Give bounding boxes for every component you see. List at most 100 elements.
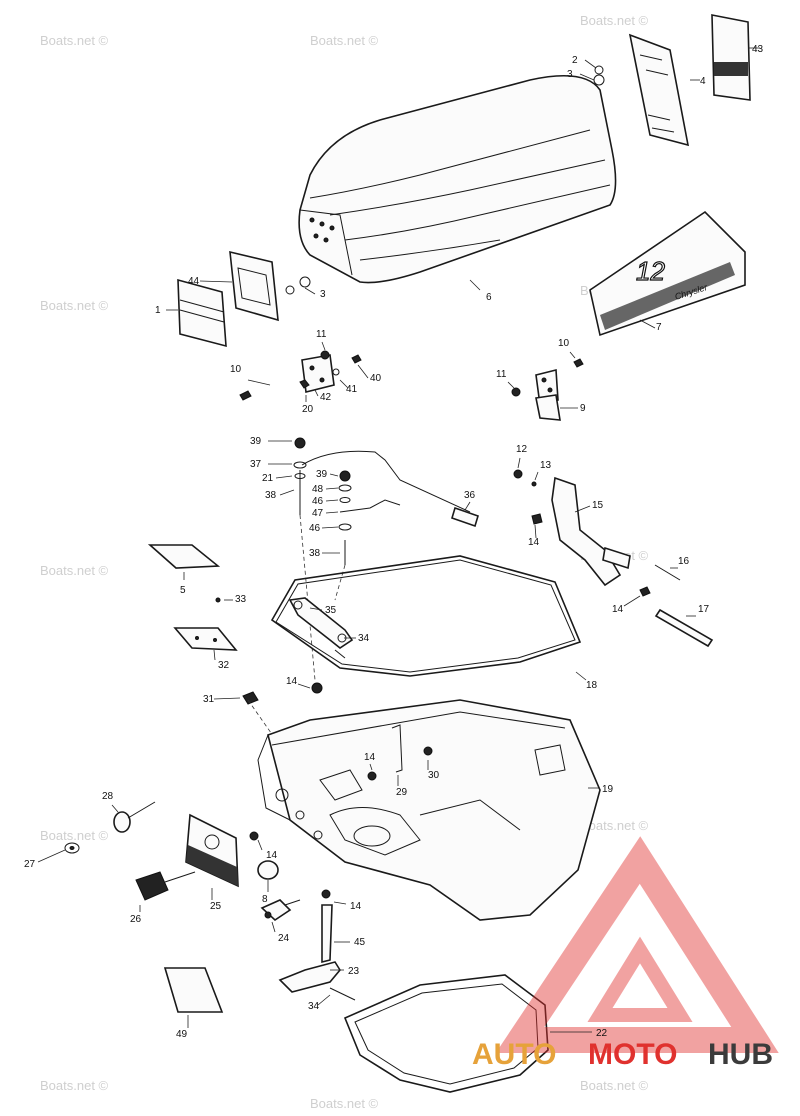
callout-label: 6: [486, 292, 492, 303]
callout-label: 45: [354, 937, 366, 948]
callout-label: 40: [370, 373, 382, 384]
bracket-4: [593, 33, 690, 147]
handle-26: [135, 831, 279, 901]
callout-label: 43: [752, 44, 764, 55]
logo-hub: HUB: [708, 1038, 773, 1071]
callout-label: 32: [218, 660, 230, 671]
plate-1: [177, 278, 227, 348]
callout-leader: [569, 351, 576, 359]
watermark: Boats.net ©: [580, 1078, 649, 1093]
callout-label: 46: [309, 523, 321, 534]
bottom-cowl: [257, 699, 601, 921]
callout-leader: [574, 505, 591, 513]
callout-label: 17: [698, 604, 710, 615]
callout-leader: [213, 649, 216, 661]
callout-label: 38: [309, 548, 321, 559]
callout-label: 31: [203, 694, 215, 705]
gasket-5: [147, 544, 221, 569]
callout-leader: [369, 763, 373, 771]
callout-leader: [325, 511, 339, 514]
callout-leader: [623, 595, 641, 607]
callout-label: 38: [265, 490, 277, 501]
latch-right: [511, 358, 584, 421]
callout-leader: [579, 73, 595, 81]
throttle-linkage: [293, 437, 479, 681]
callout-label: 12: [516, 444, 528, 455]
watermark: Boats.net ©: [310, 1096, 379, 1111]
callout-label: 33: [235, 594, 247, 605]
arm-35: [288, 597, 354, 659]
callout-label: 11: [316, 329, 327, 340]
callout-label: 1: [155, 305, 161, 316]
callout-label: 28: [102, 791, 114, 802]
watermark: Boats.net ©: [310, 33, 379, 48]
callout-label: 37: [250, 459, 262, 470]
watermark: Boats.net ©: [40, 33, 109, 48]
callout-leader: [279, 489, 295, 496]
watermark: Boats.net ©: [40, 828, 109, 843]
callout-leader: [325, 487, 339, 490]
fasteners-mid: [242, 682, 323, 761]
callout-label: 10: [558, 338, 570, 349]
callout-label: 35: [325, 605, 337, 616]
lever-45: [278, 889, 356, 1001]
callout-label: 34: [308, 1001, 320, 1012]
callout-label: 29: [396, 787, 408, 798]
callout-label: 18: [586, 680, 598, 691]
callout-leader: [275, 475, 293, 479]
watermark: Boats.net ©: [580, 818, 649, 833]
plate-32: [173, 597, 238, 651]
callout-leader: [325, 499, 339, 502]
callout-label: 14: [350, 901, 362, 912]
callout-leader: [297, 683, 311, 689]
callout-leader: [111, 804, 119, 813]
callout-leader: [247, 379, 271, 386]
callout-leader: [339, 379, 349, 389]
callout-leader: [534, 524, 537, 539]
callout-label: 14: [266, 850, 278, 861]
callout-label: 14: [364, 752, 376, 763]
callout-leader: [469, 279, 481, 291]
callout-label: 39: [316, 469, 328, 480]
callout-leader: [329, 473, 339, 477]
callout-label: 36: [464, 490, 476, 501]
callout-label: 44: [188, 276, 200, 287]
callout-label: 48: [312, 484, 324, 495]
callout-leader: [534, 471, 539, 481]
callout-label: 41: [346, 384, 358, 395]
callout-label: 3: [567, 69, 573, 80]
callout-label: 7: [656, 322, 662, 333]
callout-label: 22: [596, 1028, 608, 1039]
callout-label: 46: [312, 496, 324, 507]
fitting-24: [260, 899, 301, 922]
decal-25: [185, 813, 239, 888]
callout-label: 14: [286, 676, 298, 687]
callout-label: 49: [176, 1029, 188, 1040]
callout-label: 42: [320, 392, 332, 403]
callout-leader: [309, 607, 323, 611]
logo-moto: MOTO: [588, 1038, 677, 1071]
callout-label: 10: [230, 364, 242, 375]
callout-label: 5: [180, 585, 186, 596]
callout-label: 34: [358, 633, 370, 644]
callout-label: 26: [130, 914, 142, 925]
callout-leader: [639, 319, 656, 329]
watermark: Boats.net ©: [580, 13, 649, 28]
callout-leader: [464, 501, 471, 511]
latch-left: [239, 350, 362, 401]
callout-leader: [257, 839, 263, 851]
callout-leader: [333, 901, 347, 905]
callout-label: 25: [210, 901, 222, 912]
gasket-22: [343, 974, 549, 1093]
callout-leader: [199, 280, 233, 283]
seal-18: [270, 555, 582, 677]
callout-leader: [517, 457, 521, 469]
callout-label: 8: [262, 894, 268, 905]
gasket-49: [163, 967, 224, 1013]
callout-label: 20: [302, 404, 314, 415]
callout-leader: [507, 381, 515, 389]
callout-label: 4: [700, 76, 706, 87]
watermark: Boats.net ©: [40, 298, 109, 313]
shift-lever: [513, 469, 714, 648]
